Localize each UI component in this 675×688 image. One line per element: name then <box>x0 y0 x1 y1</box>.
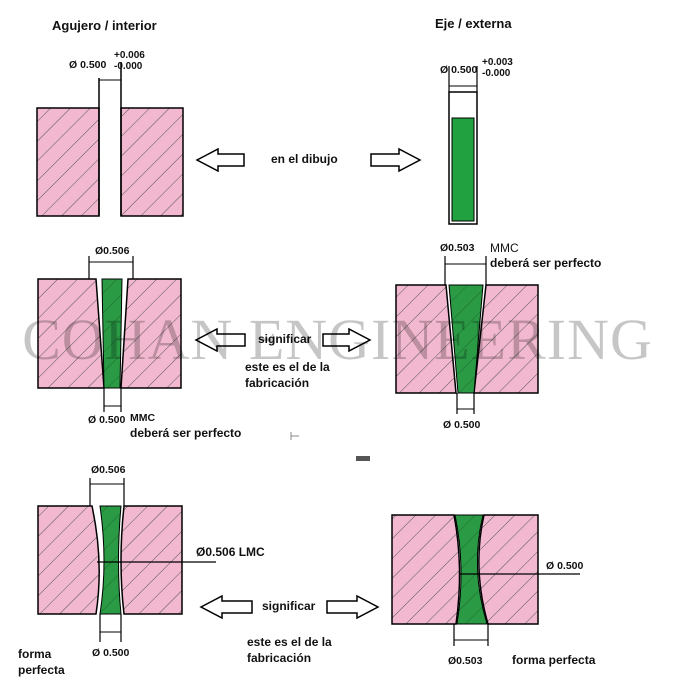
row3-arrow-left <box>199 594 253 620</box>
row3-center-note-2: fabricación <box>247 651 312 665</box>
row2-shaft-part <box>395 256 539 414</box>
row3-hole-form-1: forma <box>18 647 52 661</box>
row1-shaft-tol-lower: -0.000 <box>482 68 511 79</box>
row2-shaft-bottom-dim: Ø 0.500 <box>443 419 481 431</box>
row3-hole-lmc: Ø0.506 LMC <box>196 545 265 559</box>
row3-hole-top-dim: Ø0.506 <box>91 464 126 476</box>
row3-shaft-form: forma perfecta <box>512 653 596 667</box>
row1-hole-part <box>36 62 184 217</box>
shaft-title: Eje / externa <box>435 16 512 31</box>
row2-center-note-2: fabricación <box>245 376 310 390</box>
row3-hole-part <box>37 478 216 642</box>
row2-center-label: significar <box>258 332 312 346</box>
row1-hole-tol-lower: -0.000 <box>114 61 143 72</box>
row1-center-label: en el dibujo <box>271 152 338 166</box>
row3-arrow-right <box>326 594 380 620</box>
row3-shaft-part <box>391 514 580 646</box>
row3-shaft-side-dim: Ø 0.500 <box>546 560 584 572</box>
row2-hole-top-dim: Ø0.506 <box>95 245 130 257</box>
row3-shaft-bottom-dim: Ø0.503 <box>448 655 483 667</box>
row1-arrow-left <box>195 147 245 173</box>
row2-shaft-mmc: MMC <box>490 241 519 255</box>
stray-marks <box>290 432 370 461</box>
row2-hole-mmc-note: deberá ser perfecto <box>130 426 242 440</box>
row3-center-note-1: este es el de la <box>247 635 332 649</box>
row2-hole-part <box>37 256 182 412</box>
row1-shaft-part <box>448 66 478 225</box>
row2-arrow-left <box>194 327 246 353</box>
row2-hole-bottom-dim: Ø 0.500 <box>88 414 126 426</box>
row2-shaft-mmc-note: deberá ser perfecto <box>490 256 602 270</box>
row3-hole-bottom-dim: Ø 0.500 <box>92 647 130 659</box>
row1-hole-dim: Ø 0.500 <box>69 59 107 71</box>
watermark: COHAN ENGINEERING <box>22 307 653 372</box>
row2-hole-mmc: MMC <box>130 412 156 424</box>
row1-arrow-right <box>370 147 422 173</box>
row2-shaft-top-dim: Ø0.503 <box>440 242 475 254</box>
row2-center-note-1: este es el de la <box>245 360 330 374</box>
row1-shaft-tol-upper: +0.003 <box>482 57 513 68</box>
hole-title: Agujero / interior <box>52 18 157 33</box>
row1-shaft-dim: Ø 0.500 <box>440 64 478 76</box>
row2-arrow-right <box>322 327 372 353</box>
row3-center-label: significar <box>262 599 316 613</box>
row3-hole-form-2: perfecta <box>18 663 65 677</box>
row1-hole-tol-upper: +0.006 <box>114 50 145 61</box>
